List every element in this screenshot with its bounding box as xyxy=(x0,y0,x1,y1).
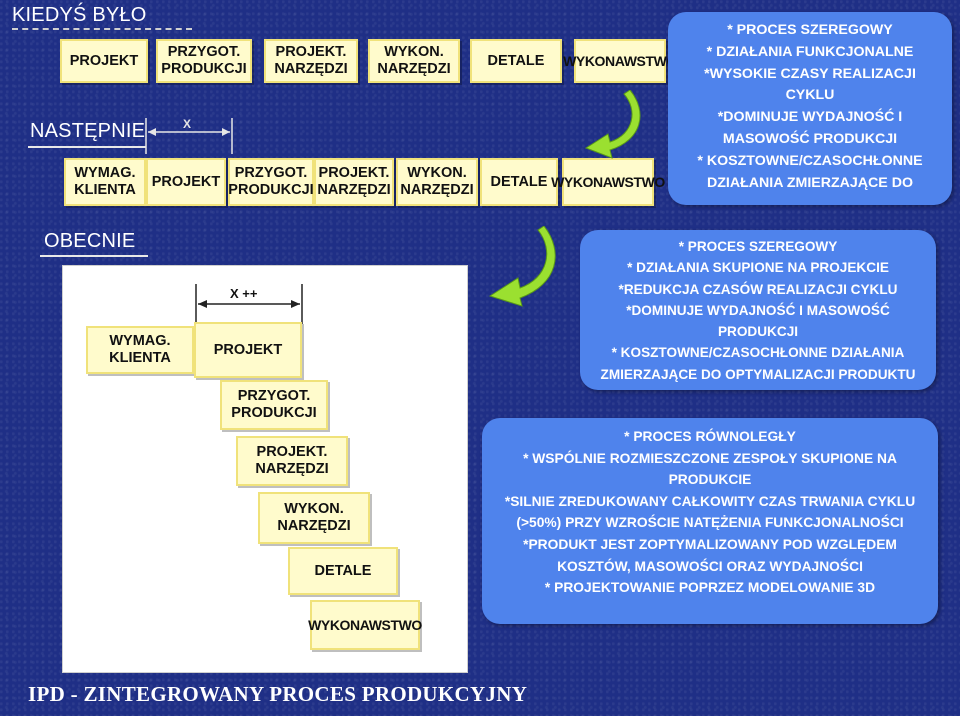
row2-box-detale: DETALE xyxy=(480,158,558,206)
row1-box-wykonawstwo: WYKONAWSTWO xyxy=(563,39,677,83)
stair-box-projekt-narzedzi: PROJEKT. NARZĘDZI xyxy=(236,436,348,486)
stair-box-projekt: PROJEKT xyxy=(194,322,302,378)
panel1-line: * PROCES SZEREGOWY xyxy=(727,22,893,38)
panel2-line: * PROCES SZEREGOWY xyxy=(678,239,838,254)
panel2-line: * KOSZTOWNE/CZASOCHŁONNE DZIAŁANIA xyxy=(611,345,905,361)
row2-box-wymag-klienta: WYMAG. KLIENTA xyxy=(64,158,146,206)
panel3-line: * PROJEKTOWANIE POPRZEZ MODELOWANIE 3D xyxy=(544,580,876,596)
panel3-line: PRODUKCIE xyxy=(668,472,752,488)
row2-box-projekt: PROJEKT xyxy=(146,158,226,206)
panel2-line: *DOMINUJE WYDAJNOŚĆ I MASOWOŚĆ xyxy=(626,302,890,318)
row2-box-wykon-narzedzi: WYKON. NARZĘDZI xyxy=(396,158,478,206)
panel3-line: * WSPÓLNIE ROZMIESZCZONE ZESPOŁY SKUPION… xyxy=(523,450,897,466)
panel3-line: * PROCES RÓWNOLEGŁY xyxy=(624,429,796,444)
panel3-line: KOSZTÓW, MASOWOŚCI ORAZ WYDAJNOŚCI xyxy=(557,558,863,574)
panel1-line: *WYSOKIE CZASY REALIZACJI xyxy=(704,65,916,82)
panel-project-focused: * PROCES SZEREGOWY * DZIAŁANIA SKUPIONE … xyxy=(580,230,936,390)
panel2-line: ZMIERZAJĄCE DO OPTYMALIZACJI PRODUKTU xyxy=(600,366,916,382)
row2-dimension-label: X xyxy=(183,117,192,131)
row1-box-projekt: PROJEKT xyxy=(60,39,148,83)
panel-parallel-process: * PROCES RÓWNOLEGŁY * WSPÓLNIE ROZMIESZC… xyxy=(482,418,938,624)
heading-nastepnie: NASTĘPNIE xyxy=(30,120,146,142)
panel3-line: (>50%) PRZY WZROŚCIE NATĘŻENIA FUNKCJONA… xyxy=(516,515,904,531)
panel1-line: * DZIAŁANIA FUNKCJONALNE xyxy=(706,43,914,60)
panel1-line: CYKLU xyxy=(785,87,835,104)
stair-box-wykonawstwo: WYKONAWSTWO xyxy=(308,600,422,650)
heading-kiedys: KIEDYŚ BYŁO xyxy=(12,4,147,26)
panel1-line: * KOSZTOWNE/CZASOCHŁONNE xyxy=(697,152,923,169)
panel1-line: *DOMINUJE WYDAJNOŚĆ I xyxy=(717,109,903,126)
footer-title: IPD - ZINTEGROWANY PROCES PRODUKCYJNY xyxy=(28,682,528,706)
row1-box-projekt-narzedzi: PROJEKT. NARZĘDZI xyxy=(264,39,358,83)
panel1-line: MASOWOŚĆ PRODUKCJI xyxy=(722,130,898,147)
panel2-line: PRODUKCJI xyxy=(717,324,799,340)
stair-box-detale: DETALE xyxy=(288,547,398,595)
panel-serial-process: * PROCES SZEREGOWY * DZIAŁANIA FUNKCJONA… xyxy=(668,12,952,205)
staircase-dimension-line xyxy=(195,284,303,324)
row1-box-wykon-narzedzi: WYKON. NARZĘDZI xyxy=(368,39,460,83)
panel1-line: DZIAŁANIA ZMIERZAJĄCE DO xyxy=(707,174,913,191)
row1-box-przygot: PRZYGOT. PRODUKCJI xyxy=(156,39,252,83)
heading-kiedys-underline xyxy=(12,27,192,30)
heading-obecnie: OBECNIE xyxy=(44,230,136,252)
row2-box-wykonawstwo: WYKONAWSTWO xyxy=(551,158,665,206)
staircase-dimension-label: X ++ xyxy=(230,286,258,301)
row2-box-przygot: PRZYGOT. PRODUKCJI xyxy=(228,158,314,206)
row1-box-detale: DETALE xyxy=(470,39,562,83)
heading-nastepnie-underline xyxy=(28,146,146,148)
row2-box-projekt-narzedzi: PROJEKT. NARZĘDZI xyxy=(314,158,394,206)
stair-box-przygot: PRZYGOT. PRODUKCJI xyxy=(220,380,328,430)
panel2-line: * DZIAŁANIA SKUPIONE NA PROJEKCIE xyxy=(627,260,889,276)
panel2-line: *REDUKCJA CZASÓW REALIZACJI CYKLU xyxy=(618,281,898,297)
panel3-line: *SILNIE ZREDUKOWANY CAŁKOWITY CZAS TRWAN… xyxy=(504,493,916,509)
curved-arrow-icon xyxy=(584,90,641,159)
panel3-line: *PRODUKT JEST ZOPTYMALIZOWANY POD WZGLĘD… xyxy=(523,536,897,552)
heading-obecnie-underline xyxy=(40,255,148,257)
stair-box-wykon-narzedzi: WYKON. NARZĘDZI xyxy=(258,492,370,544)
curved-arrow-icon xyxy=(488,226,556,307)
stair-box-wymag-klienta: WYMAG. KLIENTA xyxy=(86,326,194,374)
row2-dimension-line xyxy=(145,118,233,154)
